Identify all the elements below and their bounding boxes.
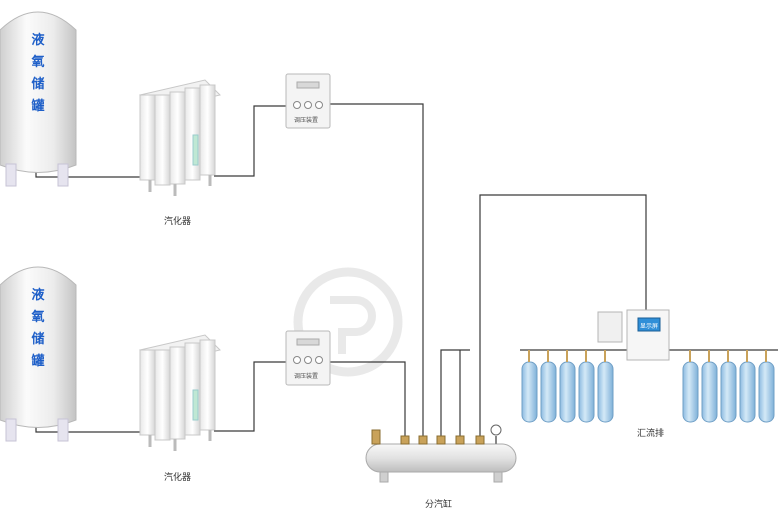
- tank-1-label: 液氧储罐: [31, 33, 45, 114]
- manifold-label: 汇流排: [637, 429, 665, 439]
- distribution-header[interactable]: [365, 424, 517, 483]
- regulator-2-label: 调压装置: [294, 373, 319, 380]
- cylinder-bank-right: [682, 350, 775, 423]
- pressure-gauge-icon: [490, 424, 502, 436]
- pipe-vaporizer1-regulator1: [214, 105, 288, 177]
- pipe-regulator2-header: [330, 361, 406, 444]
- header-label: 分汽缸: [425, 500, 453, 510]
- cylinder-bank-left: [521, 350, 614, 423]
- tank-2-label: 液氧储罐: [31, 288, 45, 369]
- watermark-logo: [293, 267, 403, 377]
- pipe-header-manifold: [479, 194, 647, 444]
- pipe-vaporizer2-regulator2: [214, 361, 288, 432]
- pipe-regulator1-header: [330, 103, 424, 444]
- pipe-header-outlet-1: [440, 349, 470, 444]
- vaporizer-1-label: 汽化器: [164, 217, 192, 227]
- manifold-screen-text: 显示屏: [640, 323, 659, 330]
- manifold-display: [637, 317, 661, 332]
- regulator-1-label: 调压装置: [294, 117, 319, 124]
- lox-tank-2[interactable]: [0, 266, 77, 442]
- pressure-regulator-2[interactable]: [285, 330, 331, 386]
- vaporizer-2[interactable]: [139, 334, 221, 451]
- manifold-control-box[interactable]: [597, 309, 670, 361]
- vaporizer-1[interactable]: [139, 79, 221, 196]
- vaporizer-2-label: 汽化器: [164, 473, 192, 483]
- lox-tank-1[interactable]: [0, 11, 77, 187]
- pressure-regulator-1[interactable]: [285, 73, 331, 129]
